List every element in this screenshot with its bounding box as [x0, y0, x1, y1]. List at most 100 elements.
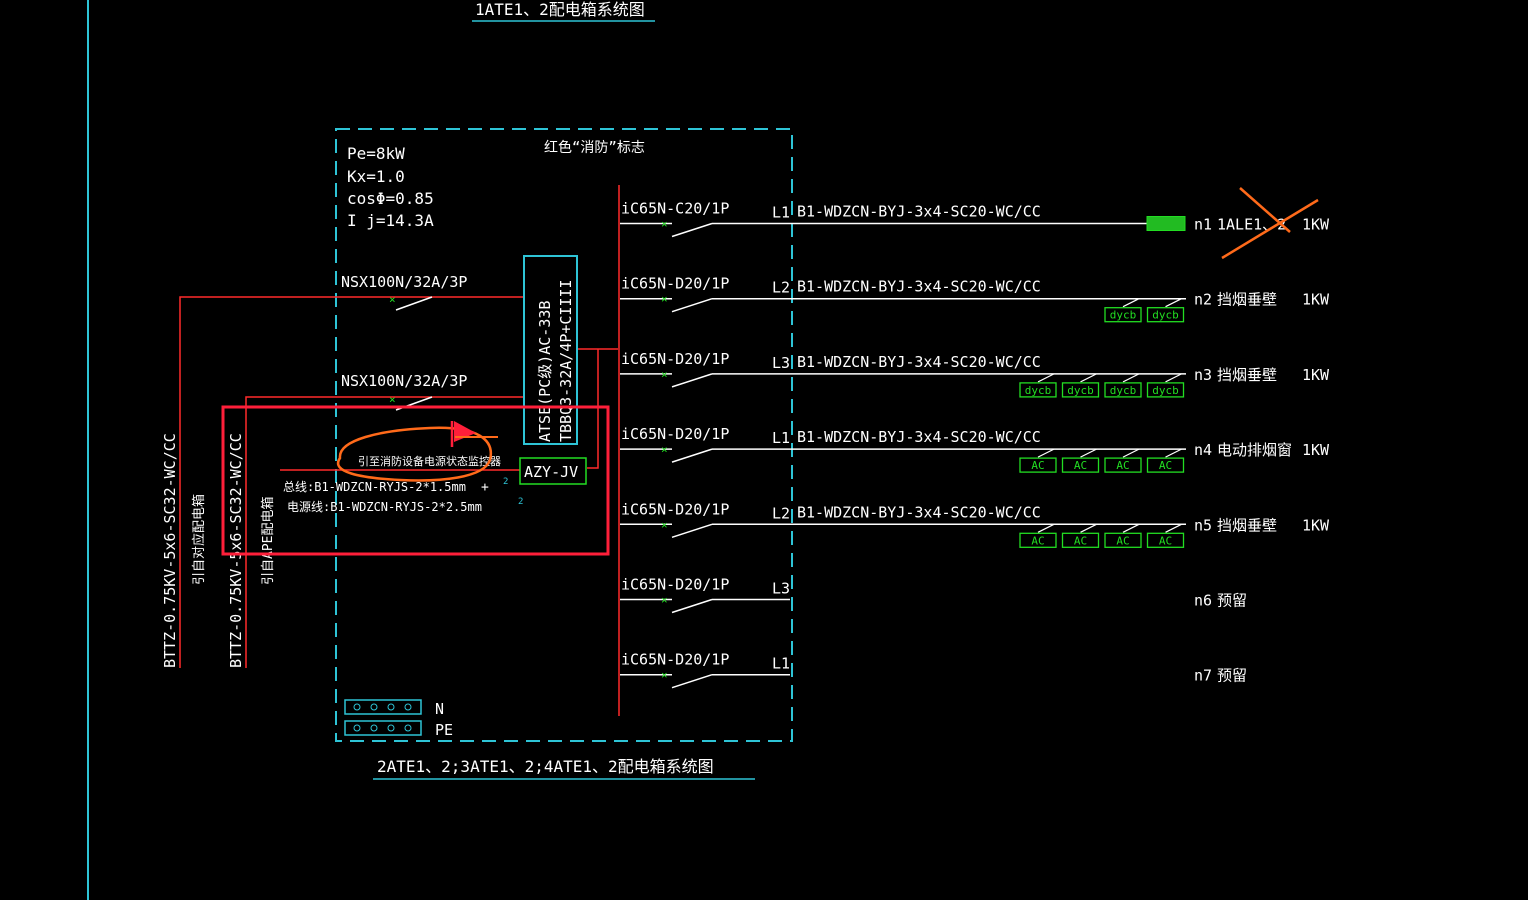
- circuit-loop: n7: [1194, 667, 1212, 685]
- breaker-mark: ×: [661, 293, 668, 306]
- circuit-breaker-label: iC65N-D20/1P: [621, 576, 729, 594]
- device-label: dycb: [1025, 384, 1052, 397]
- annotation-plus: +: [481, 480, 489, 495]
- circuit-breaker-label: iC65N-C20/1P: [621, 200, 729, 218]
- bottom-title: 2ATE1、2;3ATE1、2;4ATE1、2配电箱系统图: [377, 757, 714, 776]
- circuit-cable: B1-WDZCN-BYJ-3x4-SC20-WC/CC: [797, 353, 1041, 371]
- circuit-load: 挡烟垂壁: [1217, 366, 1277, 384]
- busbar-n: N: [344, 699, 444, 718]
- device-contact: [1037, 373, 1055, 383]
- circuit-power: 1KW: [1302, 291, 1330, 309]
- device-label: AC: [1074, 459, 1087, 472]
- device-contact: [1122, 373, 1140, 383]
- box-params: Pe=8kW Kx=1.0 cosΦ=0.85 I j=14.3A: [347, 144, 434, 230]
- device-label: AC: [1159, 534, 1172, 547]
- circuit-phase: L1: [772, 655, 790, 673]
- circuit-breaker-label: iC65N-D20/1P: [621, 275, 729, 293]
- ats-box: [523, 255, 578, 445]
- circuit-loop: n2: [1194, 291, 1212, 309]
- circuit-load: 挡烟垂壁: [1217, 516, 1277, 534]
- ats-spec: TBBQ3-32A/4P+CIIII: [557, 279, 575, 442]
- device-box: [1061, 457, 1100, 473]
- device-box: [1061, 532, 1100, 548]
- breaker-contact: [671, 523, 713, 539]
- breaker-contact: [671, 598, 713, 614]
- circuit-loop: n6: [1194, 592, 1212, 610]
- device-contact: [1122, 448, 1140, 458]
- circuit-row: iC65N-D20/1P× L3 B1-WDZCN-BYJ-3x4-SC20-WC/…: [620, 350, 1330, 398]
- circuit-breaker-label: iC65N-D20/1P: [621, 500, 729, 518]
- device-contact: [1165, 448, 1182, 458]
- device-label: dycb: [1110, 384, 1137, 397]
- circuit-breaker-label: iC65N-D20/1P: [621, 350, 729, 368]
- device-contact: [1080, 448, 1097, 458]
- top-title: 1ATE1、2配电箱系统图: [475, 0, 645, 19]
- device-contact: [1037, 448, 1055, 458]
- device-box: [1146, 382, 1185, 398]
- device-box: [1019, 532, 1057, 548]
- circuit-breaker-label: iC65N-D20/1P: [621, 425, 729, 443]
- annotation-power-line: 电源线:B1-WDZCN-RYJS-2*2.5mm: [287, 500, 482, 514]
- device-box: [1019, 457, 1057, 473]
- incomer-label-1: NSX100N/32A/3P: [341, 273, 467, 291]
- breaker-mark: ×: [661, 594, 668, 607]
- circuit-loop: n3: [1194, 366, 1212, 384]
- param-cos: cosΦ=0.85: [347, 189, 434, 208]
- breaker-mark: ×: [661, 368, 668, 381]
- circuit-power: 1KW: [1302, 516, 1330, 534]
- device-contact: [1080, 523, 1097, 533]
- circuit-loop: n1: [1194, 216, 1212, 234]
- breaker-mark: ×: [661, 443, 668, 456]
- circuit-phase: L3: [772, 354, 790, 372]
- load-device-box: [1146, 216, 1186, 231]
- breaker-contact: [671, 448, 713, 463]
- busbar-pe: PE: [344, 720, 453, 739]
- device-contact: [1165, 298, 1182, 308]
- circuit-loop: n5: [1194, 516, 1212, 534]
- markup-cross-line-2: [1221, 198, 1319, 260]
- annotation-title: 引至消防设备电源状态监控器: [358, 454, 501, 468]
- param-pe: Pe=8kW: [347, 144, 405, 163]
- markup-cross-line-1: [1239, 187, 1291, 233]
- annotation-sup-1: 2: [503, 477, 508, 487]
- param-kx: Kx=1.0: [347, 167, 405, 186]
- device-box: [1104, 532, 1142, 548]
- circuit-breaker-label: iC65N-D20/1P: [621, 651, 729, 669]
- device-contact: [1080, 373, 1097, 383]
- device-contact: [1037, 523, 1055, 533]
- device-box: [1146, 307, 1185, 323]
- device-label: AC: [1074, 534, 1087, 547]
- breaker-mark: ×: [389, 293, 396, 306]
- feeder-label-2: BTTZ-0.75KV-5x6-SC32-WC/CC: [227, 433, 245, 668]
- annotation-sup-2: 2: [518, 497, 523, 507]
- circuit-phase: L2: [772, 504, 790, 522]
- busbar-n-label: N: [435, 700, 444, 718]
- box-note: 红色“消防”标志: [544, 139, 645, 156]
- device-box: [1104, 382, 1142, 398]
- breaker-contact: [671, 673, 713, 689]
- breaker-contact: [671, 297, 713, 313]
- breaker-mark: ×: [661, 669, 668, 682]
- breaker-contact: [671, 222, 713, 238]
- breaker-mark: ×: [389, 393, 396, 406]
- monitor-module-label: AZY-JV: [524, 463, 578, 481]
- device-box: [1104, 307, 1142, 323]
- breaker-mark: ×: [661, 218, 668, 231]
- device-box: [1146, 532, 1185, 548]
- feeder-line-1: [179, 296, 525, 668]
- device-box: [1019, 382, 1057, 398]
- circuit-power: 1KW: [1302, 441, 1330, 459]
- device-contact: [1165, 373, 1182, 383]
- device-box: [1146, 457, 1185, 473]
- incoming-breaker-2: NSX100N/32A/3P ×: [341, 372, 467, 411]
- circuit-load: 预留: [1217, 592, 1247, 610]
- circuit-power: 1KW: [1302, 216, 1330, 234]
- device-label: AC: [1031, 534, 1044, 547]
- monitor-link-line: [587, 349, 599, 469]
